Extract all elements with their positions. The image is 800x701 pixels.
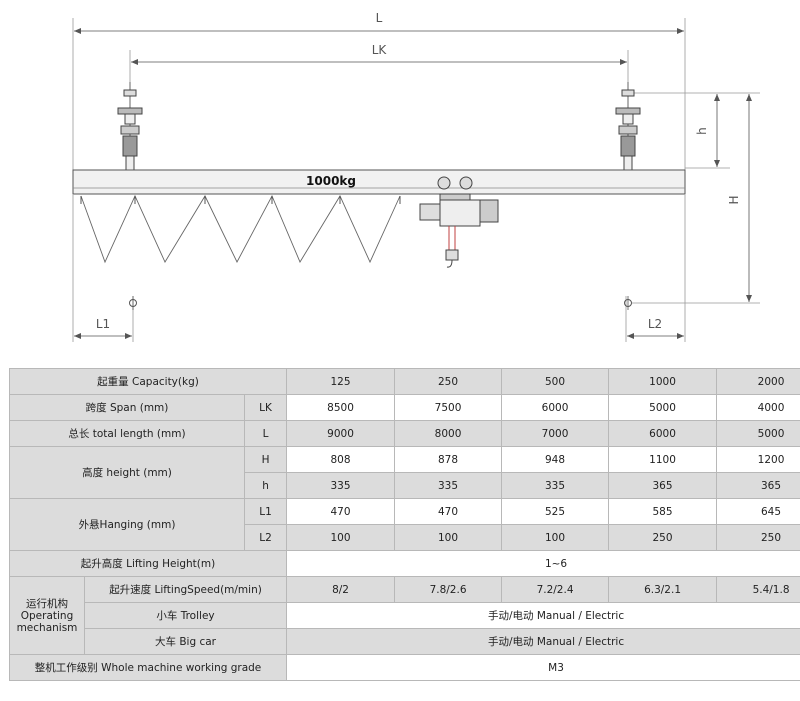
- lifting-height-value: 1~6: [286, 550, 800, 577]
- table-cell: 1000: [608, 368, 718, 395]
- big-car-label: 大车 Big car: [83, 628, 288, 655]
- row-span: 跨度 Span (mm) LK 8500 7500 6000 5000 4000: [9, 394, 800, 421]
- operating-label-en2: mechanism: [16, 621, 78, 634]
- table-cell: 5000: [716, 420, 800, 447]
- table-cell: 808: [286, 446, 396, 473]
- lifting-height-label: 起升高度 Lifting Height(m): [8, 550, 288, 577]
- row-height-h: h 335 335 335 365 365: [10, 472, 800, 499]
- table-cell: 2000: [716, 368, 800, 395]
- row-hanging-L1: 外悬Hanging (mm) L1 470 470 525 585 645: [9, 498, 800, 551]
- table-cell: 335: [394, 472, 503, 499]
- capacity-label: 起重量 Capacity(kg): [8, 368, 288, 395]
- lifting-speed-label: 起升速度 LiftingSpeed(m/min): [83, 576, 288, 603]
- row-big-car: 大车 Big car 手动/电动 Manual / Electric: [10, 628, 800, 655]
- spec-table: 起重量 Capacity(kg) 125 250 500 1000 2000 跨…: [8, 368, 800, 681]
- festoon-cable: [80, 194, 401, 264]
- trolley-label: 小车 Trolley: [83, 602, 288, 629]
- dimension-L2-label: L2: [648, 317, 662, 331]
- height-label: 高度 height (mm): [9, 446, 245, 499]
- table-cell: 6.3/2.1: [608, 576, 718, 603]
- table-cell: 1200: [716, 446, 800, 473]
- table-cell: 5000: [608, 394, 718, 421]
- table-cell: 100: [394, 524, 503, 551]
- table-cell: 335: [286, 472, 396, 499]
- table-cell: 125: [286, 368, 396, 395]
- floor-anchor-right: [624, 296, 632, 310]
- table-cell: 100: [286, 524, 396, 551]
- table-cell: 8500: [286, 394, 396, 421]
- trolley-value: 手动/电动 Manual / Electric: [286, 602, 800, 629]
- row-hanging-L2: L2 100 100 100 250 250: [10, 524, 800, 551]
- table-cell: 645: [716, 498, 800, 525]
- table-cell: 8/2: [286, 576, 396, 603]
- table-cell: 585: [608, 498, 718, 525]
- table-cell: 470: [286, 498, 396, 525]
- table-cell: 7000: [501, 420, 610, 447]
- table-cell: 6000: [608, 420, 718, 447]
- main-beam: 1000kg: [72, 169, 686, 195]
- table-cell: 500: [501, 368, 610, 395]
- operating-label-en1: Operating: [20, 609, 74, 622]
- table-cell: 8000: [394, 420, 503, 447]
- row-height-H: 高度 height (mm) H 808 878 948 1100 1200: [9, 446, 800, 499]
- table-cell: 7500: [394, 394, 503, 421]
- floor-anchor-left: [129, 296, 137, 310]
- table-cell: 7.8/2.6: [394, 576, 503, 603]
- dimension-LK-label: LK: [372, 43, 388, 57]
- row-capacity: 起重量 Capacity(kg) 125 250 500 1000 2000: [8, 368, 800, 395]
- hanging-label: 外悬Hanging (mm): [9, 498, 245, 551]
- table-cell: 7.2/2.4: [501, 576, 610, 603]
- row-working-grade: 整机工作级别 Whole machine working grade M3: [8, 654, 800, 681]
- total-length-label: 总长 total length (mm): [9, 420, 245, 447]
- span-sub: LK: [243, 394, 288, 421]
- row-total-length: 总长 total length (mm) L 9000 8000 7000 60…: [9, 420, 800, 447]
- table-cell: 335: [501, 472, 610, 499]
- span-label: 跨度 Span (mm): [9, 394, 245, 421]
- table-cell: 250: [608, 524, 718, 551]
- table-cell: 525: [501, 498, 610, 525]
- row-lifting-speed: 运行机构 Operating mechanism 起升速度 LiftingSpe…: [9, 576, 800, 655]
- dimension-L-label: L: [376, 11, 383, 25]
- row-trolley: 小车 Trolley 手动/电动 Manual / Electric: [10, 602, 800, 629]
- left-suspension: [117, 82, 143, 171]
- big-car-value: 手动/电动 Manual / Electric: [286, 628, 800, 655]
- table-cell: 250: [394, 368, 503, 395]
- table-cell: 365: [608, 472, 718, 499]
- table-cell: 9000: [286, 420, 396, 447]
- dimension-L2: L2: [625, 195, 686, 342]
- hanging-L2-sub: L2: [243, 524, 288, 551]
- table-cell: 878: [394, 446, 503, 473]
- working-grade-label: 整机工作级别 Whole machine working grade: [8, 654, 288, 681]
- table-cell: 1100: [608, 446, 718, 473]
- table-cell: 5.4/1.8: [716, 576, 800, 603]
- table-cell: 365: [716, 472, 800, 499]
- electric-hoist: [419, 176, 499, 268]
- right-suspension: [615, 82, 641, 171]
- height-h-sub: h: [243, 472, 288, 499]
- hanging-L1-sub: L1: [243, 498, 288, 525]
- beam-capacity-label: 1000kg: [306, 174, 356, 188]
- dimension-L1: L1: [72, 195, 134, 342]
- height-H-sub: H: [243, 446, 288, 473]
- dimension-h-label: h: [695, 127, 709, 135]
- table-cell: 250: [716, 524, 800, 551]
- dimension-H-label: H: [727, 195, 741, 204]
- table-cell: 6000: [501, 394, 610, 421]
- operating-label-cn: 运行机构: [26, 597, 68, 610]
- working-grade-value: M3: [286, 654, 800, 681]
- dimension-L1-label: L1: [96, 317, 110, 331]
- dimension-L: L: [72, 11, 686, 190]
- operating-mechanism-label: 运行机构 Operating mechanism: [9, 576, 85, 655]
- table-cell: 100: [501, 524, 610, 551]
- dimension-H: H: [632, 94, 760, 304]
- table-cell: 4000: [716, 394, 800, 421]
- crane-drawing: L LK h H L1 L2: [72, 11, 760, 342]
- row-lifting-height: 起升高度 Lifting Height(m) 1~6: [8, 550, 800, 577]
- total-length-sub: L: [243, 420, 288, 447]
- dimension-LK: LK: [129, 43, 629, 95]
- table-cell: 470: [394, 498, 503, 525]
- table-cell: 948: [501, 446, 610, 473]
- dimension-h: h: [630, 92, 760, 169]
